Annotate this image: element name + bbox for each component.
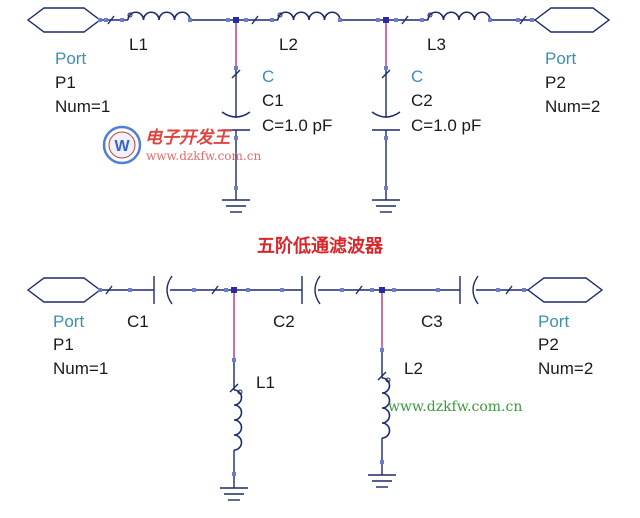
ground-icon [222, 199, 250, 213]
c1-type-label: C [262, 67, 274, 86]
inductor-l2 [277, 11, 341, 21]
capacitor-c1 [221, 23, 251, 213]
c3-label: C3 [421, 312, 443, 331]
port-icon [26, 277, 102, 303]
watermark-logo: W 电子开发王 www.dzkfw.com.cn [102, 125, 261, 165]
inductor-l1 [220, 293, 248, 501]
watermark-url-top: www.dzkfw.com.cn [146, 149, 261, 163]
l3-label: L3 [427, 35, 446, 54]
port1-name-label: P1 [55, 73, 76, 92]
c1-value-label: C=1.0 pF [262, 116, 332, 135]
diagram-title: 五阶低通滤波器 [257, 235, 384, 257]
inductor-l1 [127, 11, 191, 21]
port2-name-label: P2 [545, 73, 566, 92]
ground-icon [372, 199, 400, 213]
watermark-url-bottom: www.dzkfw.com.cn [388, 399, 522, 415]
inductor-l3 [427, 11, 491, 21]
l2-label: L2 [404, 359, 423, 378]
logo-letter: W [114, 138, 130, 155]
port2-type-label: Port [538, 312, 569, 331]
c2-name-label: C2 [411, 91, 433, 110]
port1-num-label: Num=1 [53, 359, 108, 378]
c1-label: C1 [127, 312, 149, 331]
c2-type-label: C [411, 67, 423, 86]
capacitor-c3 [459, 275, 479, 305]
capacitor-c2 [301, 275, 321, 305]
port-icon [526, 277, 604, 303]
port2-name-label: P2 [538, 335, 559, 354]
c1-name-label: C1 [262, 91, 284, 110]
port1-type-label: Port [53, 312, 84, 331]
ground-icon [220, 487, 248, 501]
logo-icon [102, 125, 142, 165]
watermark-cn-text: 电子开发王 [145, 128, 232, 148]
l1-label: L1 [256, 373, 275, 392]
port-icon [26, 7, 102, 33]
top-circuit: Port P1 Num=1 L1 L2 L3 C C1 C=1.0 pF C C… [26, 7, 611, 213]
capacitor-c1 [153, 275, 173, 305]
port1-type-label: Port [55, 49, 86, 68]
port-icon [533, 7, 611, 33]
l1-label: L1 [129, 35, 148, 54]
c2-value-label: C=1.0 pF [411, 116, 481, 135]
port2-type-label: Port [545, 49, 576, 68]
ground-icon [368, 474, 396, 488]
bottom-circuit: Port P1 Num=1 C1 C2 C3 L1 L2 Port P2 Num… [26, 275, 604, 501]
capacitor-c2 [371, 23, 401, 213]
l2-label: L2 [279, 35, 298, 54]
c2-label: C2 [273, 312, 295, 331]
port2-num-label: Num=2 [545, 97, 600, 116]
port1-name-label: P1 [53, 335, 74, 354]
inductor-l2 [368, 293, 396, 488]
port2-num-label: Num=2 [538, 359, 593, 378]
port1-num-label: Num=1 [55, 97, 110, 116]
